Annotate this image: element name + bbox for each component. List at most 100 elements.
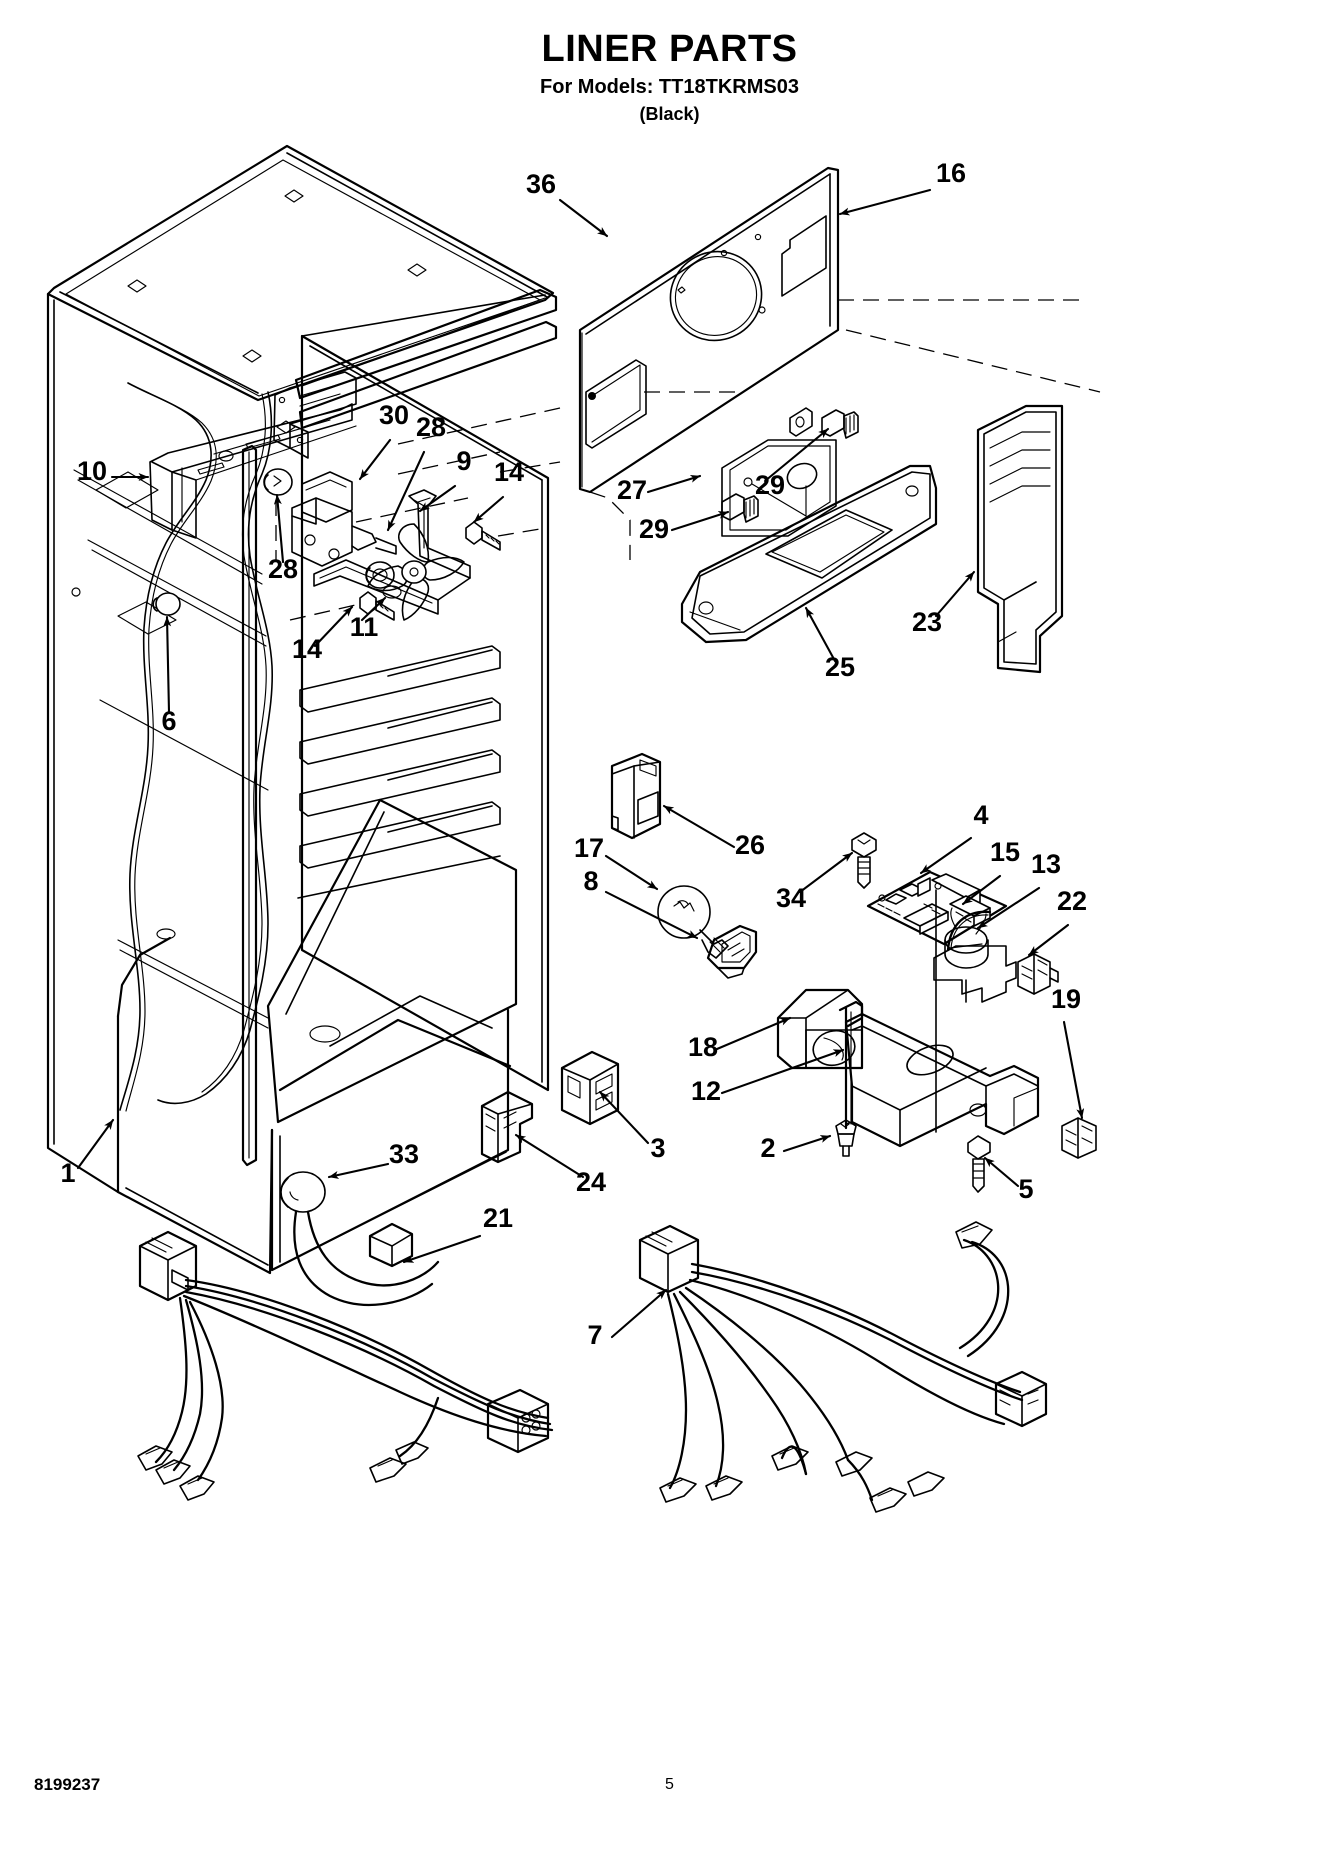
leader-line-26 bbox=[662, 804, 736, 849]
callout-numbers: 1234567891011121314141516171819212223242… bbox=[60, 158, 1087, 1350]
callout-number-terminal-block: 3 bbox=[650, 1133, 665, 1163]
callout-number-rail-support: 10 bbox=[77, 456, 107, 486]
leader-line-4 bbox=[919, 836, 973, 875]
callout-number-screw-lower: 14 bbox=[292, 634, 322, 664]
wire-harness-left-part bbox=[137, 1210, 554, 1501]
wire-harness-right-part bbox=[638, 1221, 1048, 1513]
callout-number-control-board: 4 bbox=[973, 800, 988, 830]
callout-number-grommet-bushing: 33 bbox=[389, 1139, 419, 1169]
callout-number-evaporator-cover: 23 bbox=[912, 607, 942, 637]
callout-number-wire-harness-left: 21 bbox=[483, 1203, 513, 1233]
leader-line-21 bbox=[402, 1234, 482, 1264]
grommet-upper-part bbox=[263, 468, 293, 496]
leader-line-30 bbox=[358, 438, 392, 481]
leader-line-16 bbox=[838, 188, 932, 216]
leader-line-9 bbox=[418, 484, 457, 513]
control-board-part bbox=[866, 870, 1008, 1133]
defrost-thermostat-part bbox=[933, 907, 1017, 1003]
screw-upper-part bbox=[465, 521, 501, 551]
callout-number-relay-housing: 26 bbox=[735, 830, 765, 860]
spade-terminals-left bbox=[137, 1445, 215, 1501]
drain-pan-part bbox=[838, 1000, 1040, 1148]
models-subtitle: For Models: TT18TKRMS03 bbox=[540, 76, 799, 98]
alignment-dashes bbox=[275, 299, 1101, 621]
leader-line-28b bbox=[273, 493, 285, 564]
callout-number-terminal-connector: 22 bbox=[1057, 886, 1087, 916]
liner-plug-part bbox=[152, 592, 181, 616]
leader-line-13 bbox=[976, 886, 1041, 930]
callout-number-rear-access-panel: 16 bbox=[936, 158, 966, 188]
connector-block-part bbox=[480, 1090, 534, 1164]
leader-line-29b bbox=[670, 510, 730, 532]
callout-number-mounting-screw: 5 bbox=[1018, 1174, 1033, 1204]
callout-number-light-bulb: 17 bbox=[574, 833, 604, 863]
leader-line-19 bbox=[1062, 1020, 1085, 1120]
access-cover-part bbox=[721, 439, 837, 537]
callout-number-drain-tube: 12 bbox=[691, 1076, 721, 1106]
board-screw-part bbox=[851, 832, 877, 889]
light-bulb-part bbox=[657, 885, 729, 959]
lamp-socket-part bbox=[706, 924, 758, 979]
callout-number-light-shield: 18 bbox=[688, 1032, 718, 1062]
callout-number-wire-harness-right: 7 bbox=[587, 1320, 602, 1350]
leader-line-1 bbox=[76, 1118, 115, 1170]
grommet-bushing-part bbox=[279, 1171, 326, 1213]
leader-line-2 bbox=[782, 1134, 832, 1153]
callout-number-panel-screw: 36 bbox=[526, 169, 556, 199]
leader-line-6 bbox=[163, 615, 172, 714]
screw-right-part bbox=[821, 409, 859, 439]
rail-support-part bbox=[149, 371, 357, 539]
callout-number-screw-upper: 14 bbox=[494, 457, 524, 487]
drain-grommet-part bbox=[835, 1119, 857, 1157]
leader-line-17 bbox=[604, 854, 659, 891]
callout-number-connector-block: 24 bbox=[576, 1167, 606, 1197]
leader-line-25 bbox=[804, 606, 837, 663]
leader-line-5 bbox=[983, 1156, 1020, 1188]
leader-line-33 bbox=[327, 1162, 390, 1179]
fan-blade-part bbox=[367, 523, 465, 621]
callout-number-fan-blade: 11 bbox=[350, 612, 379, 642]
leader-line-18 bbox=[715, 1016, 792, 1051]
wire-jumper-part bbox=[946, 910, 992, 952]
callout-number-fan-motor: 30 bbox=[379, 400, 409, 430]
footer-page-number: 5 bbox=[665, 1776, 674, 1793]
leader-line-24 bbox=[514, 1133, 585, 1179]
callout-number-access-cover: 27 bbox=[617, 475, 647, 505]
leader-line-11 bbox=[360, 596, 387, 622]
leader-line-34 bbox=[798, 851, 854, 894]
page-title: LINER PARTS bbox=[541, 28, 798, 70]
mounting-screw-part bbox=[967, 1135, 991, 1193]
screw-left-part bbox=[721, 493, 759, 523]
leader-line-15 bbox=[961, 874, 1002, 906]
callout-number-drip-tray: 25 bbox=[825, 652, 855, 682]
callout-number-grommet-lower: 28 bbox=[268, 554, 298, 584]
leader-line-7 bbox=[610, 1288, 668, 1339]
callout-number-wire-jumper: 15 bbox=[990, 837, 1020, 867]
drip-tray-part bbox=[680, 464, 938, 644]
callout-number-grommet-upper: 28 bbox=[416, 412, 446, 442]
evaporator-cover-part bbox=[976, 404, 1064, 674]
rear-access-panel-part bbox=[578, 166, 840, 494]
leader-line-36 bbox=[558, 198, 609, 238]
leader-line-29 bbox=[763, 427, 830, 483]
cabinet-liner-drawing bbox=[46, 144, 558, 1275]
leader-line-14 bbox=[472, 495, 505, 524]
callout-number-fan-bracket: 9 bbox=[456, 446, 471, 476]
relay-housing-part bbox=[610, 752, 662, 840]
footer-part-number: 8199237 bbox=[34, 1775, 101, 1794]
callout-number-screw-left: 29 bbox=[639, 514, 669, 544]
callout-leaders bbox=[76, 188, 1085, 1339]
leader-line-22 bbox=[1027, 923, 1070, 957]
leader-line-3 bbox=[598, 1090, 650, 1145]
callout-number-cabinet-liner: 1 bbox=[60, 1158, 75, 1188]
callout-number-board-screw: 34 bbox=[776, 883, 806, 913]
leader-line-23 bbox=[934, 570, 976, 618]
callout-number-liner-plug: 6 bbox=[161, 706, 176, 736]
leader-line-28 bbox=[386, 450, 426, 532]
callout-number-clip: 19 bbox=[1051, 984, 1081, 1014]
variant-subtitle: (Black) bbox=[639, 104, 700, 124]
leader-line-14b bbox=[313, 605, 354, 648]
clip-part bbox=[1061, 1117, 1097, 1159]
